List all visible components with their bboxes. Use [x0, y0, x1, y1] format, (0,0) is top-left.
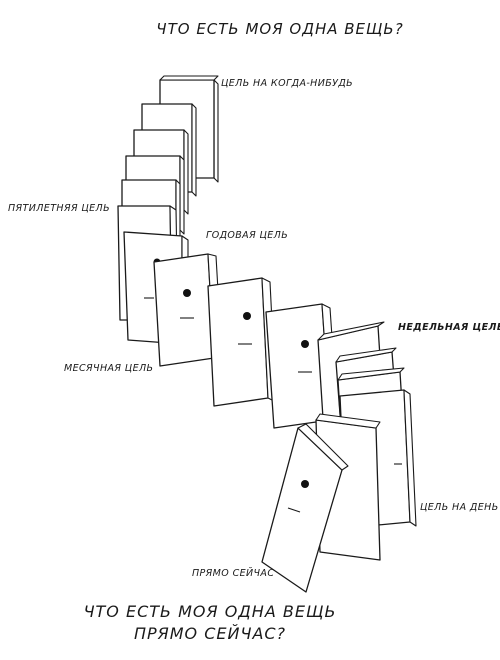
domino-now	[261, 423, 349, 593]
label-month-goal: Месячная цель	[64, 363, 154, 374]
label-someday-goal: Цель на когда-нибудь	[221, 78, 354, 89]
label-five-year-goal: Пятилетняя цель	[8, 203, 111, 214]
bottom-title-line-2: прямо сейчас?	[133, 624, 287, 643]
label-year-goal: Годовая цель	[206, 230, 289, 241]
domino-8	[207, 277, 277, 407]
top-title: Что есть моя одна вещь?	[156, 20, 404, 38]
label-week-goal: Недельная цель	[398, 322, 500, 333]
label-day-goal: Цель на день	[420, 502, 499, 513]
bottom-title-line-1: Что есть моя одна вещь	[83, 602, 337, 621]
label-right-now: Прямо сейчас	[192, 568, 275, 579]
bottom-title: Что есть моя одна вещь прямо сейчас?	[0, 601, 420, 645]
